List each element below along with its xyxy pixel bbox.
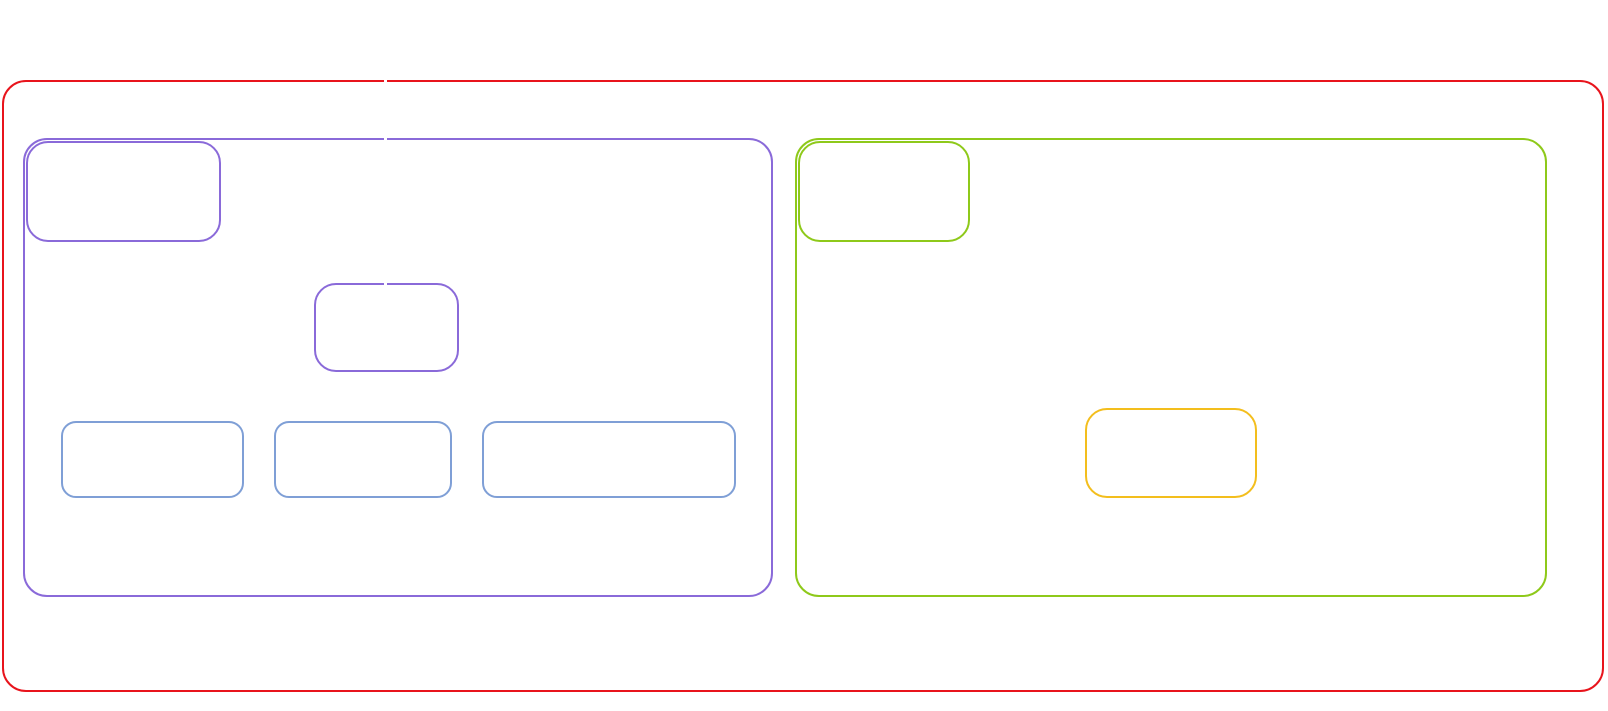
divider-mark [384,77,387,83]
divider-mark [384,280,387,286]
left-group-bottom-node [61,421,244,498]
left-group-bottom-node [482,421,736,498]
right-group-center-node [1085,408,1257,498]
outer-container [2,80,1604,692]
left-group-header-node [26,141,221,242]
left-group-container [23,138,773,597]
left-group-bottom-node [274,421,452,498]
right-group-header-node [798,141,970,242]
right-group-container [795,138,1547,597]
left-group-center-node [314,283,459,372]
divider-mark [384,135,387,141]
